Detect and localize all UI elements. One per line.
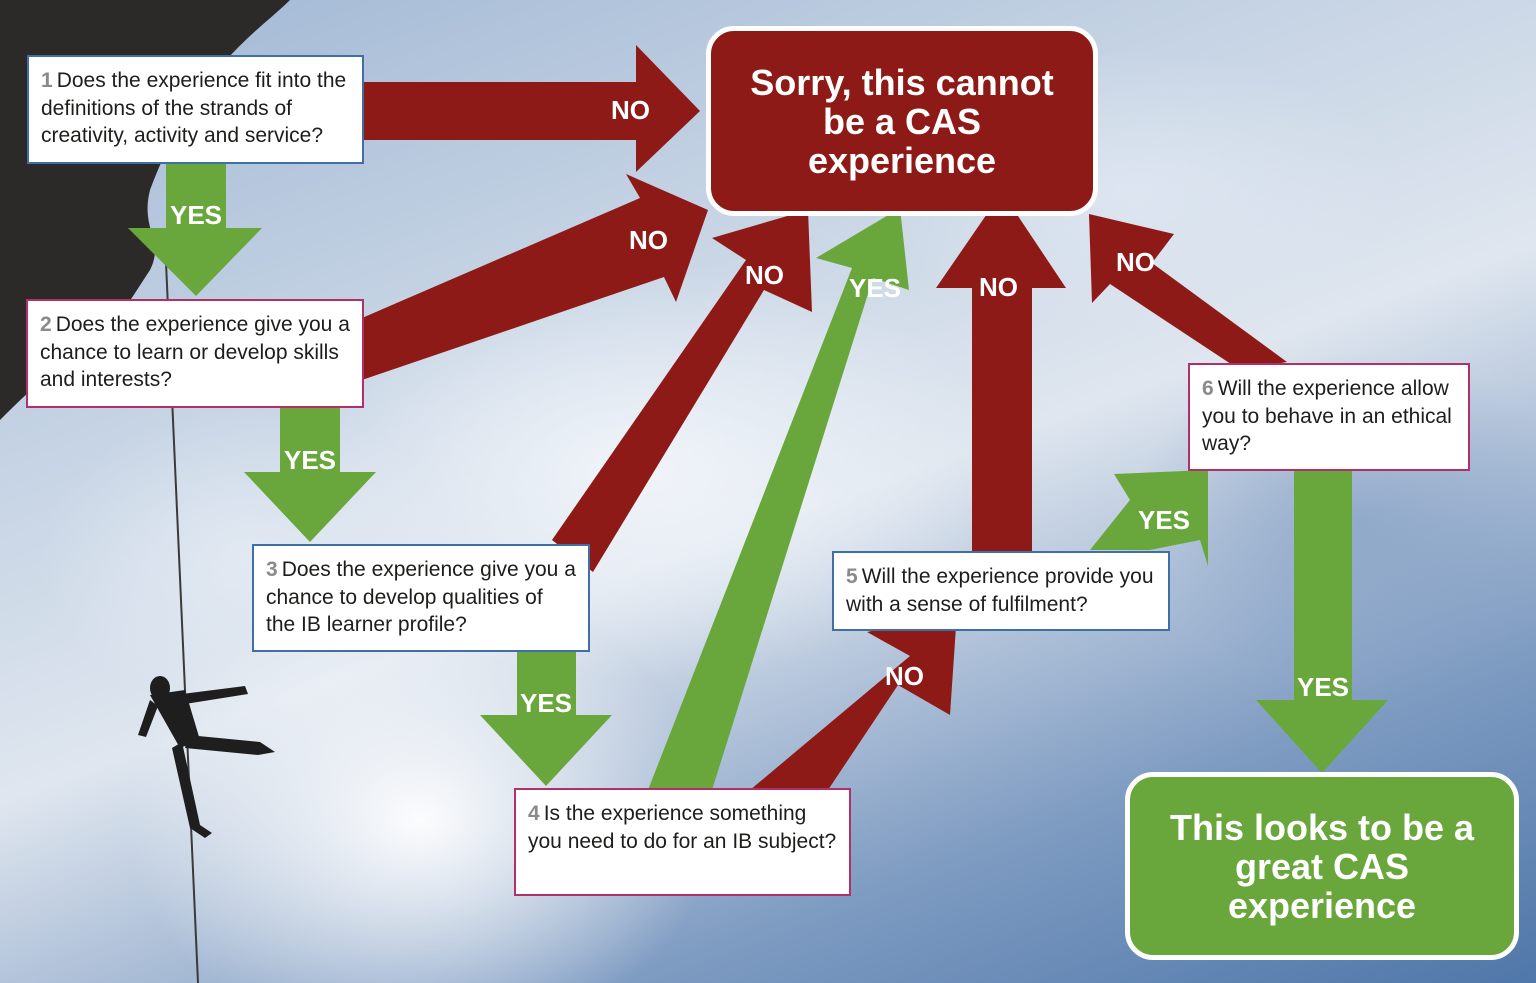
question-text: Does the experience fit into the definit… [41, 69, 347, 147]
yes-arrow-q3 [480, 652, 612, 786]
question-text: Does the experience give you a chance to… [266, 558, 576, 636]
yes-arrow-q4 [648, 208, 909, 790]
question-text: Is the experience something you need to … [528, 802, 837, 853]
no-arrow-q1 [362, 45, 700, 172]
outcome-rejected-text: Sorry, this cannot be a CAS experience [750, 61, 1054, 181]
yes-label-q1: YES [170, 200, 223, 230]
yes-arrow-q5 [1090, 470, 1208, 566]
question-number: 4 [528, 802, 540, 825]
question-text: Does the experience give you a chance to… [40, 313, 350, 391]
yes-label-q4: YES [849, 273, 902, 303]
question-number: 2 [40, 313, 52, 336]
no-label-q5: NO [979, 272, 1018, 302]
no-label-q1: NO [611, 95, 650, 125]
no-arrows [362, 45, 1287, 790]
yes-arrows [128, 163, 1388, 790]
question-text: Will the experience allow you to behave … [1202, 377, 1452, 455]
question-number: 1 [41, 69, 53, 92]
no-label-q6: NO [1116, 247, 1155, 277]
question-number: 6 [1202, 377, 1214, 400]
no-arrow-q3 [552, 210, 812, 572]
yes-label-q2: YES [284, 445, 337, 475]
no-arrow-q2 [362, 174, 708, 380]
yes-arrow-q1 [128, 163, 262, 296]
outcome-rejected-box: Sorry, this cannot be a CAS experience [706, 26, 1098, 216]
yes-arrow-q6 [1256, 470, 1388, 773]
outcome-accepted-box: This looks to be a great CAS experience [1125, 772, 1519, 960]
no-label-q4: NO [885, 661, 924, 691]
question-number: 5 [846, 565, 858, 588]
no-arrow-q4 [750, 612, 957, 790]
question-number: 3 [266, 558, 278, 581]
question-text: Will the experience provide you with a s… [846, 565, 1154, 616]
yes-label-q5: YES [1138, 505, 1191, 535]
yes-arrow-q2 [244, 408, 376, 542]
no-label-q3: NO [745, 260, 784, 290]
outcome-accepted-text: This looks to be a great CAS experience [1169, 806, 1475, 926]
no-arrow-q5 [936, 192, 1066, 556]
no-label-q2: NO [629, 225, 668, 255]
yes-label-q6: YES [1297, 672, 1350, 702]
yes-label-q3: YES [520, 688, 573, 718]
climber-silhouette [138, 676, 275, 838]
no-arrow-q6 [1089, 214, 1287, 370]
